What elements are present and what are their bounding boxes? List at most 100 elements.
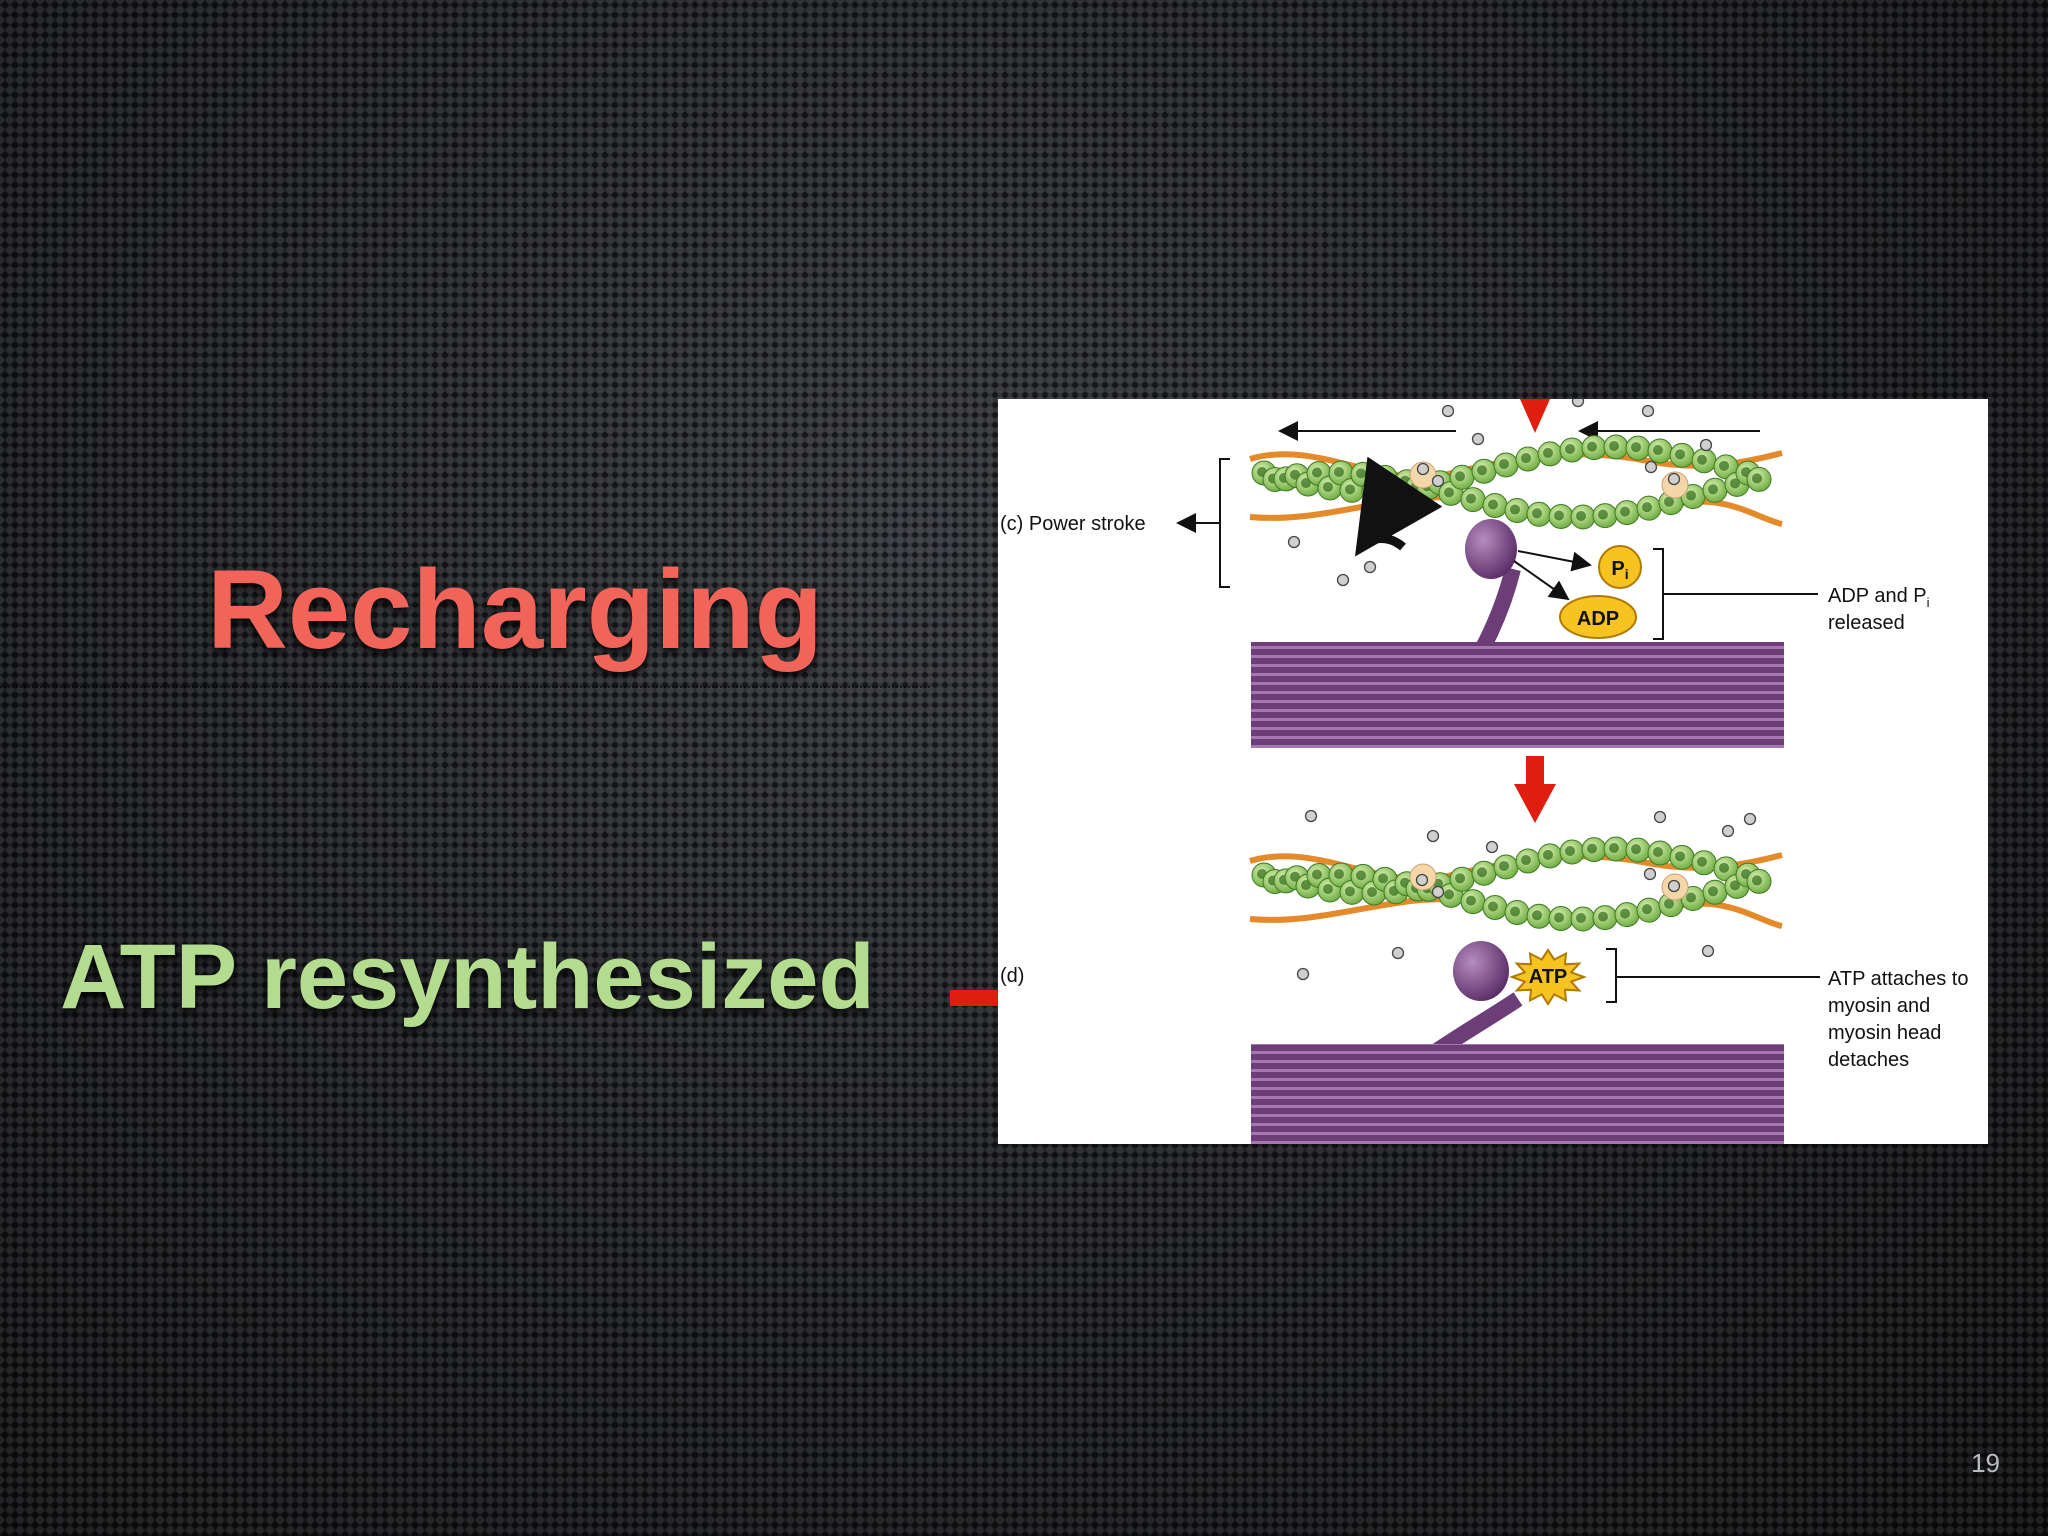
actin-bead-core bbox=[1323, 883, 1333, 894]
atp-note-line3: myosin head bbox=[1828, 1022, 1941, 1044]
actin-bead-core bbox=[1642, 904, 1652, 915]
actin-bead-core bbox=[1598, 911, 1608, 922]
actin-bead-core bbox=[1653, 445, 1663, 456]
actin-bead-core bbox=[1455, 873, 1465, 884]
calcium-ion-dot bbox=[1415, 873, 1429, 887]
title-divider bbox=[0, 686, 930, 688]
actin-bead-core bbox=[1664, 496, 1674, 507]
calcium-ion-dot bbox=[1641, 404, 1655, 418]
actin-bead-core bbox=[1697, 856, 1707, 867]
actin-bead-core bbox=[1356, 468, 1366, 479]
myosin-head-c bbox=[1465, 519, 1517, 579]
calcium-ion-dot bbox=[1701, 944, 1715, 958]
adp-molecule-icon bbox=[1559, 595, 1637, 639]
panel-c-label: (c) Power stroke bbox=[1000, 513, 1146, 535]
calcium-ion-dot bbox=[1441, 404, 1455, 418]
actin-bead-core bbox=[1510, 906, 1520, 917]
panel-c-power-stroke: (c) Power stroke Pi ADP ADP and Pi relea… bbox=[1000, 399, 1930, 748]
atp-note-line1: ATP attaches to bbox=[1828, 968, 1968, 990]
actin-bead-core bbox=[1488, 901, 1498, 912]
actin-bead-core bbox=[1631, 844, 1641, 855]
actin-bead-core bbox=[1587, 843, 1597, 854]
actin-bead-core bbox=[1554, 912, 1564, 923]
pi-label: Pi bbox=[1611, 558, 1628, 582]
actin-bead-core bbox=[1323, 481, 1333, 492]
actin-bead-core bbox=[1554, 510, 1564, 521]
myosin-thick-filament-d bbox=[1251, 1044, 1784, 1144]
actin-bead-core bbox=[1488, 499, 1498, 510]
actin-bead-core bbox=[1290, 469, 1300, 480]
figure-drawing: (c) Power stroke Pi ADP ADP and Pi relea… bbox=[1000, 399, 1968, 1144]
actin-bead-core bbox=[1466, 493, 1476, 504]
transition-red-arrow-icon bbox=[1514, 756, 1556, 823]
actin-bead-core bbox=[1543, 849, 1553, 860]
actin-bead-core bbox=[1730, 880, 1740, 891]
actin-bead-core bbox=[1675, 449, 1685, 460]
actin-bead-core bbox=[1334, 467, 1344, 478]
calcium-ion-dot bbox=[1485, 840, 1499, 854]
actin-bead-core bbox=[1367, 886, 1377, 897]
calcium-ion-dot bbox=[1391, 946, 1405, 960]
myosin-thick-filament-c bbox=[1251, 642, 1784, 748]
actin-bead-core bbox=[1719, 862, 1729, 873]
pi-release-arrow bbox=[1517, 550, 1592, 572]
muscle-contraction-figure: (c) Power stroke Pi ADP ADP and Pi relea… bbox=[998, 399, 1988, 1144]
pi-molecule-icon bbox=[1598, 545, 1642, 589]
actin-bead-core bbox=[1477, 465, 1487, 476]
actin-bead-core bbox=[1345, 484, 1355, 495]
slide-subtitle: ATP resynthesized bbox=[60, 926, 875, 1028]
actin-bead-core bbox=[1620, 506, 1630, 517]
stroke-motion-arrow bbox=[1354, 456, 1443, 557]
atp-molecule-icon bbox=[1509, 948, 1587, 1006]
calcium-ion-dot bbox=[1363, 560, 1377, 574]
actin-bead-core bbox=[1444, 889, 1454, 900]
atp-note-line4: detaches bbox=[1828, 1049, 1909, 1071]
actin-bead-core bbox=[1587, 441, 1597, 452]
myosin-head-d bbox=[1453, 941, 1509, 1001]
actin-bead-core bbox=[1565, 444, 1575, 455]
calcium-ion-dot bbox=[1667, 879, 1681, 893]
actin-bead-core bbox=[1378, 873, 1388, 884]
adp-release-arrow bbox=[1513, 560, 1570, 601]
actin-bead-core bbox=[1752, 473, 1762, 484]
actin-bead-core bbox=[1301, 478, 1311, 489]
actin-bead-core bbox=[1466, 895, 1476, 906]
calcium-ion-dot bbox=[1471, 432, 1485, 446]
calcium-ion-dot bbox=[1304, 809, 1318, 823]
top-red-arrow-icon bbox=[1520, 399, 1550, 433]
calcium-ion-dot bbox=[1287, 535, 1301, 549]
panel-d-label: (d) bbox=[1000, 965, 1024, 987]
actin-bead-core bbox=[1576, 912, 1586, 923]
calcium-ion-dot bbox=[1743, 812, 1757, 826]
actin-bead-core bbox=[1598, 509, 1608, 520]
actin-bead-core bbox=[1345, 886, 1355, 897]
actin-bead-core bbox=[1356, 870, 1366, 881]
actin-bead-core bbox=[1697, 454, 1707, 465]
actin-filament-d bbox=[1249, 836, 1783, 932]
atp-note-line2: myosin and bbox=[1828, 995, 1930, 1017]
actin-bead-core bbox=[1499, 860, 1509, 871]
calcium-ion-dot bbox=[1416, 462, 1430, 476]
calcium-ion-dot bbox=[1699, 438, 1713, 452]
actin-bead-core bbox=[1543, 447, 1553, 458]
adp-pi-note-line1: ADP and Pi bbox=[1828, 585, 1930, 610]
actin-bead-core bbox=[1444, 487, 1454, 498]
actin-bead-core bbox=[1565, 846, 1575, 857]
actin-bead-core bbox=[1642, 502, 1652, 513]
calcium-ion-dot bbox=[1667, 472, 1681, 486]
page-number: 19 bbox=[1971, 1448, 2000, 1478]
actin-bead-core bbox=[1532, 508, 1542, 519]
actin-bead-core bbox=[1708, 886, 1718, 897]
actin-bead-core bbox=[1730, 478, 1740, 489]
actin-bead-core bbox=[1290, 871, 1300, 882]
actin-bead-core bbox=[1675, 851, 1685, 862]
actin-bead-core bbox=[1664, 898, 1674, 909]
calcium-ion-dot bbox=[1431, 474, 1445, 488]
actin-bead-core bbox=[1312, 869, 1322, 880]
calcium-ion-dot bbox=[1431, 885, 1445, 899]
actin-bead-core bbox=[1708, 484, 1718, 495]
bracket-c bbox=[1219, 458, 1230, 588]
calcium-ion-dot bbox=[1336, 573, 1350, 587]
adp-pi-note-line2: released bbox=[1828, 612, 1905, 634]
actin-bead-core bbox=[1312, 467, 1322, 478]
